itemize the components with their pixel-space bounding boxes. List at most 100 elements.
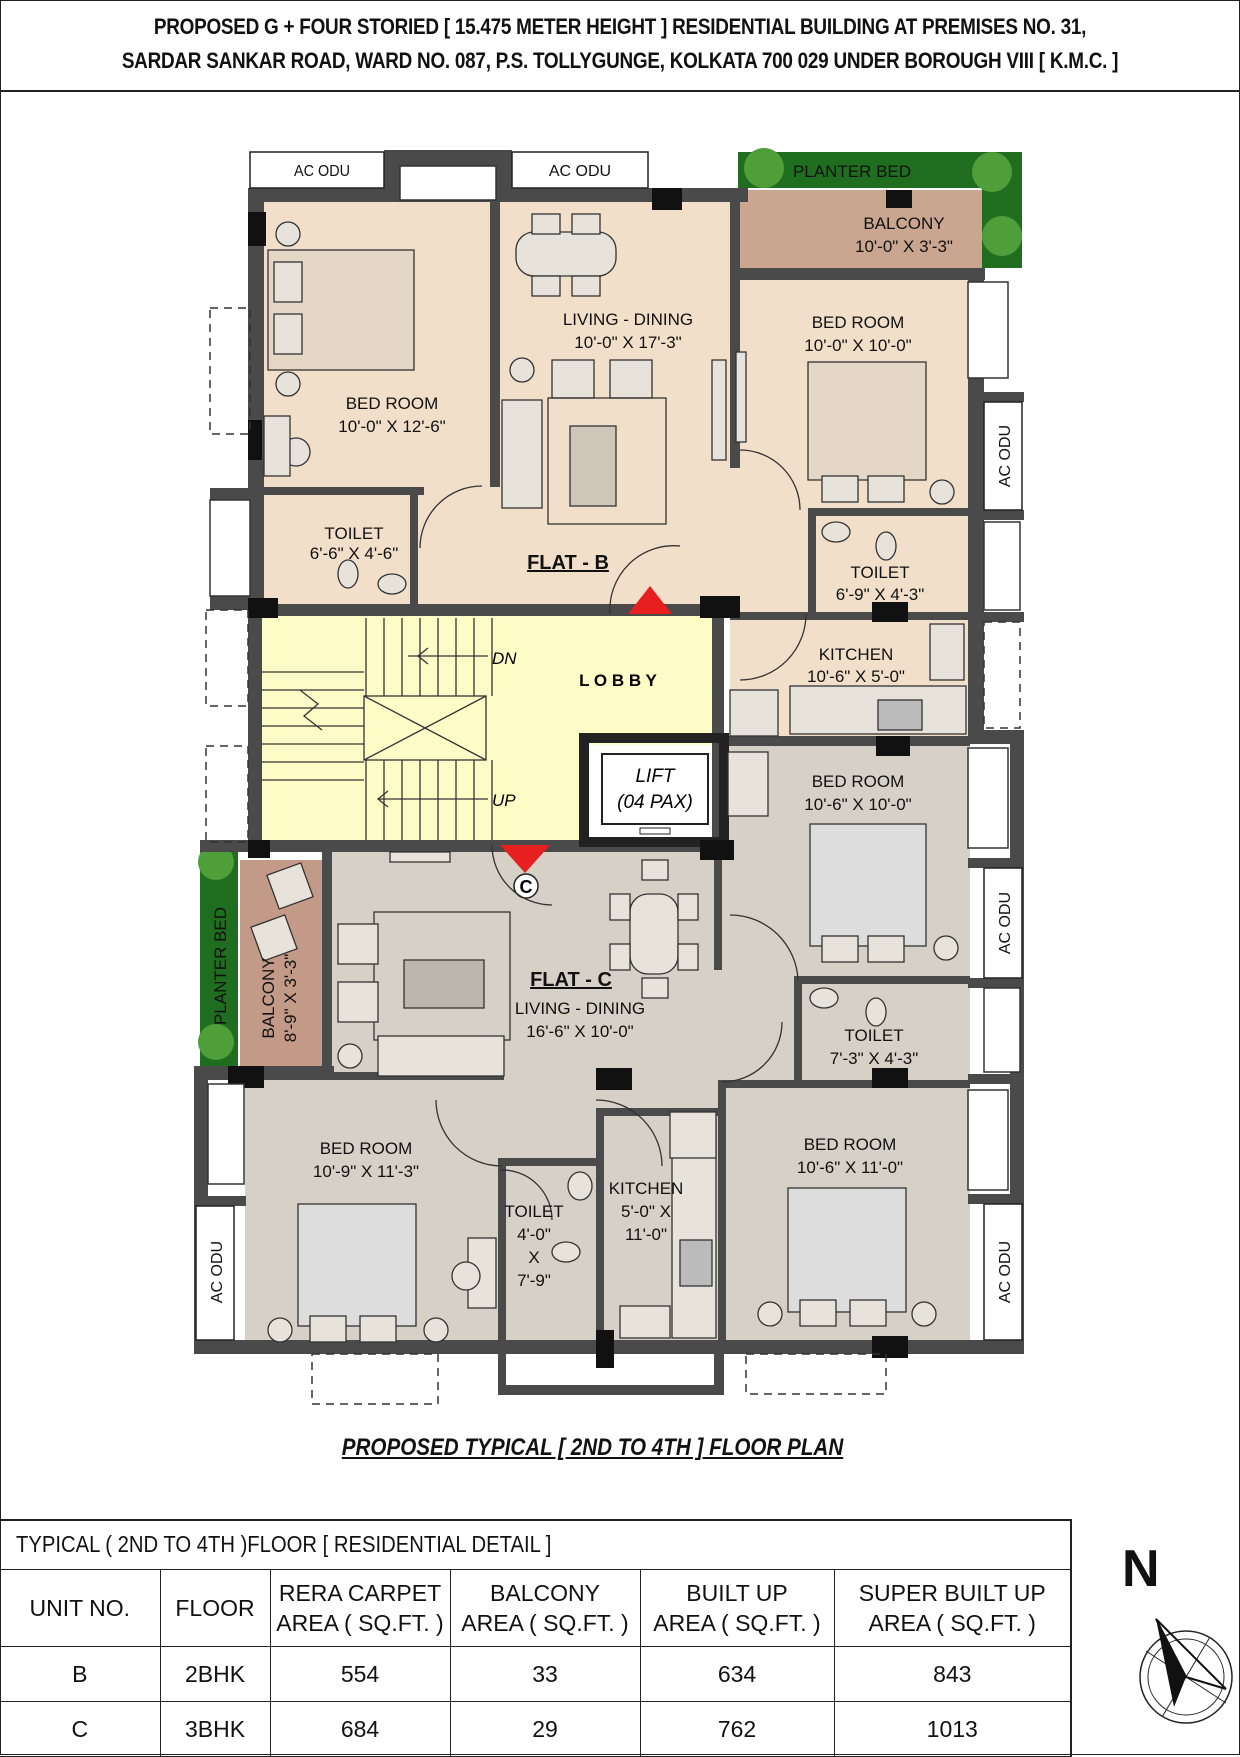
wall [730,612,970,620]
wall [714,845,722,970]
column [886,190,912,208]
ac-odu-label: AC ODU [997,1241,1014,1303]
ac-odu-box [511,151,649,189]
flat-c-entry-marker [500,845,550,873]
flat-b-label: FLAT - B [527,552,609,574]
column [248,212,266,246]
ac-odu-label: AC ODU [209,1241,226,1303]
header-line-1: PROPOSED G + FOUR STORIED [ 15.475 METER… [153,14,1087,39]
wall [968,978,1024,988]
kitchen-b-name: KITCHEN [819,645,894,664]
lobby-label: L O B B Y [579,671,657,690]
pillow [799,1299,837,1327]
col-header: UNIT NO. [0,1569,161,1647]
lift-door [639,827,671,835]
side-table-icon [929,479,955,505]
ac-odu-label: AC ODU [294,162,350,180]
lift-label: LIFT [635,766,675,787]
side-table-icon [337,1043,363,1069]
header-line-2: SARDAR SANKAR ROAD, WARD NO. 087, P.S. T… [121,48,1119,73]
tv-unit [389,851,451,863]
stair-arrow-head [416,647,429,665]
side-table-icon [509,357,535,383]
window-grille [983,987,1021,1073]
door-swing [499,1169,553,1221]
compass-needle [1156,1619,1186,1707]
window-grille [967,281,1009,379]
pillow [821,475,859,503]
stair-arrow-head [376,790,389,808]
wall [194,1196,246,1206]
door-swing [739,449,801,511]
toilet-c-mid-l3: 7'-9" [517,1271,551,1290]
stair-up-label: UP [492,791,516,810]
column [596,1330,614,1368]
pillow [849,1299,887,1327]
door-swing [729,914,799,981]
ac-odu-label: AC ODU [997,425,1014,487]
table-cell: 762 [639,1701,835,1757]
bed-room-b-right-name: BED ROOM [812,313,905,332]
toilet-b-left-name: TOILET [324,524,383,543]
bed [297,1203,417,1327]
column [652,188,682,210]
toilet-c-right-size: 7'-3" X 4'-3" [830,1049,919,1068]
basin-icon [377,573,407,595]
side-table-icon [275,371,301,397]
window-grille [209,499,251,597]
column [248,420,262,460]
dining-table [629,893,679,975]
wall [730,188,740,468]
column [872,602,908,622]
side-table-icon [275,221,301,247]
projection-outline [311,1353,439,1405]
column [872,1336,908,1358]
planters [198,148,1022,1067]
stair-break-line [299,689,323,731]
planter-bed-left-label: PLANTER BED [211,907,230,1025]
side-table-icon [911,1301,937,1327]
stove-icon [679,1239,713,1287]
table-cell: 2BHK [159,1646,271,1702]
plant-icon [982,216,1022,256]
wall [968,392,1024,402]
wall [498,1385,722,1395]
table-cell: 554 [269,1646,451,1702]
col-header: FLOOR [159,1569,271,1647]
wall [718,1080,726,1342]
wc-icon [875,531,897,561]
projection-outline [745,1353,887,1395]
furniture [250,213,967,1343]
coffee-table [403,959,485,1009]
flat-b-door-arc [609,545,681,615]
toilet-c-right-name: TOILET [844,1026,903,1045]
bed-room-c-right-top-name: BED ROOM [812,772,905,791]
bed-room-b-left-name: BED ROOM [346,394,439,413]
bed [787,1187,907,1313]
plan-title: PROPOSED TYPICAL [ 2ND TO 4TH ] FLOOR PL… [341,1434,844,1461]
pillow [273,261,303,303]
kitchen-c-name: KITCHEN [609,1179,684,1198]
window-grilles [207,165,1021,1191]
planter-bed-label: PLANTER BED [793,162,911,181]
dining-chair [677,943,699,971]
fridge [669,1111,717,1159]
ac-odu-box [195,1205,235,1341]
wall [794,976,802,1086]
column [228,1066,264,1088]
plant-icon [198,844,234,880]
side-table-icon [933,935,959,961]
balcony-c-size: 8'-9" X 3'-3" [281,954,300,1043]
bed-room-c-right-top-size: 10'-6" X 10'-0" [804,795,911,814]
armchair [609,359,653,399]
wall [808,508,968,516]
window-grille [207,1083,245,1185]
side-table-icon [757,1301,783,1327]
compass-ring-inner [1147,1638,1225,1716]
projection-outline [209,307,251,435]
column [248,840,270,858]
wall [579,733,729,847]
